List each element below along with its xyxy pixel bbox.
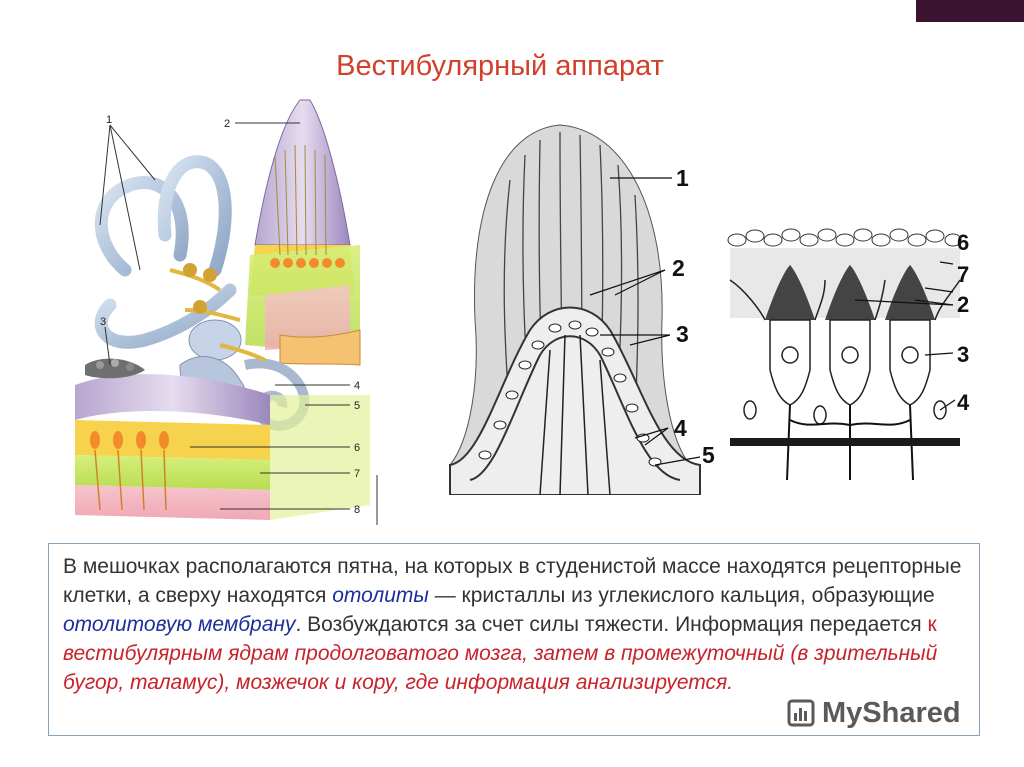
- corner-accent-bar: [916, 0, 1024, 22]
- left-label-6: 6: [354, 442, 360, 454]
- right-label-6: 6: [957, 230, 969, 255]
- text-pathway: вестибулярным ядрам продолговатого мозга…: [63, 642, 937, 694]
- receptor-cells: [744, 320, 946, 424]
- ampulla-crista: [245, 100, 360, 365]
- macula-section: [75, 359, 370, 520]
- semicircular-canals: [101, 162, 230, 343]
- otolith-layer: [728, 229, 961, 246]
- mid-label-2: 2: [672, 255, 685, 281]
- left-label-5: 5: [354, 400, 360, 412]
- right-label-2: 2: [957, 292, 969, 317]
- text-otoliths: отолиты: [332, 584, 429, 607]
- slide-title: Вестибулярный аппарат: [0, 50, 1000, 83]
- left-label-3: 3: [100, 316, 106, 328]
- left-label-4: 4: [354, 380, 360, 392]
- labyrinth-illustration: 1 2 3 4 5 6 7 8: [70, 95, 380, 525]
- left-label-2: 2: [224, 118, 230, 130]
- mid-label-1: 1: [676, 165, 689, 191]
- text-otolith-membrane: отолитовую мембрану: [63, 613, 295, 636]
- right-label-4: 4: [957, 390, 970, 415]
- text-part-3: — кристаллы из углекислого кальция, обра…: [429, 584, 935, 607]
- right-label-7: 7: [957, 262, 969, 287]
- text-to: к: [927, 613, 936, 636]
- cupula-illustration: 1 2 3 4 5: [440, 120, 730, 495]
- left-label-1: 1: [106, 114, 112, 126]
- left-label-8: 8: [354, 504, 360, 516]
- macula-illustration: 6 7 2 3 4: [725, 220, 995, 495]
- mid-label-4: 4: [674, 415, 687, 441]
- left-label-7: 7: [354, 468, 360, 480]
- text-part-5: . Возбуждаются за счет силы тяжести. Инф…: [295, 613, 927, 636]
- description-text: В мешочках располагаются пятна, на котор…: [63, 552, 967, 697]
- right-label-3: 3: [957, 342, 969, 367]
- watermark-text: MyShared: [822, 697, 961, 730]
- myshared-logo-icon: [786, 698, 816, 728]
- separator-line: [376, 475, 378, 525]
- myshared-watermark: MyShared: [786, 693, 961, 733]
- mid-label-3: 3: [676, 321, 689, 347]
- mid-label-5: 5: [702, 442, 715, 468]
